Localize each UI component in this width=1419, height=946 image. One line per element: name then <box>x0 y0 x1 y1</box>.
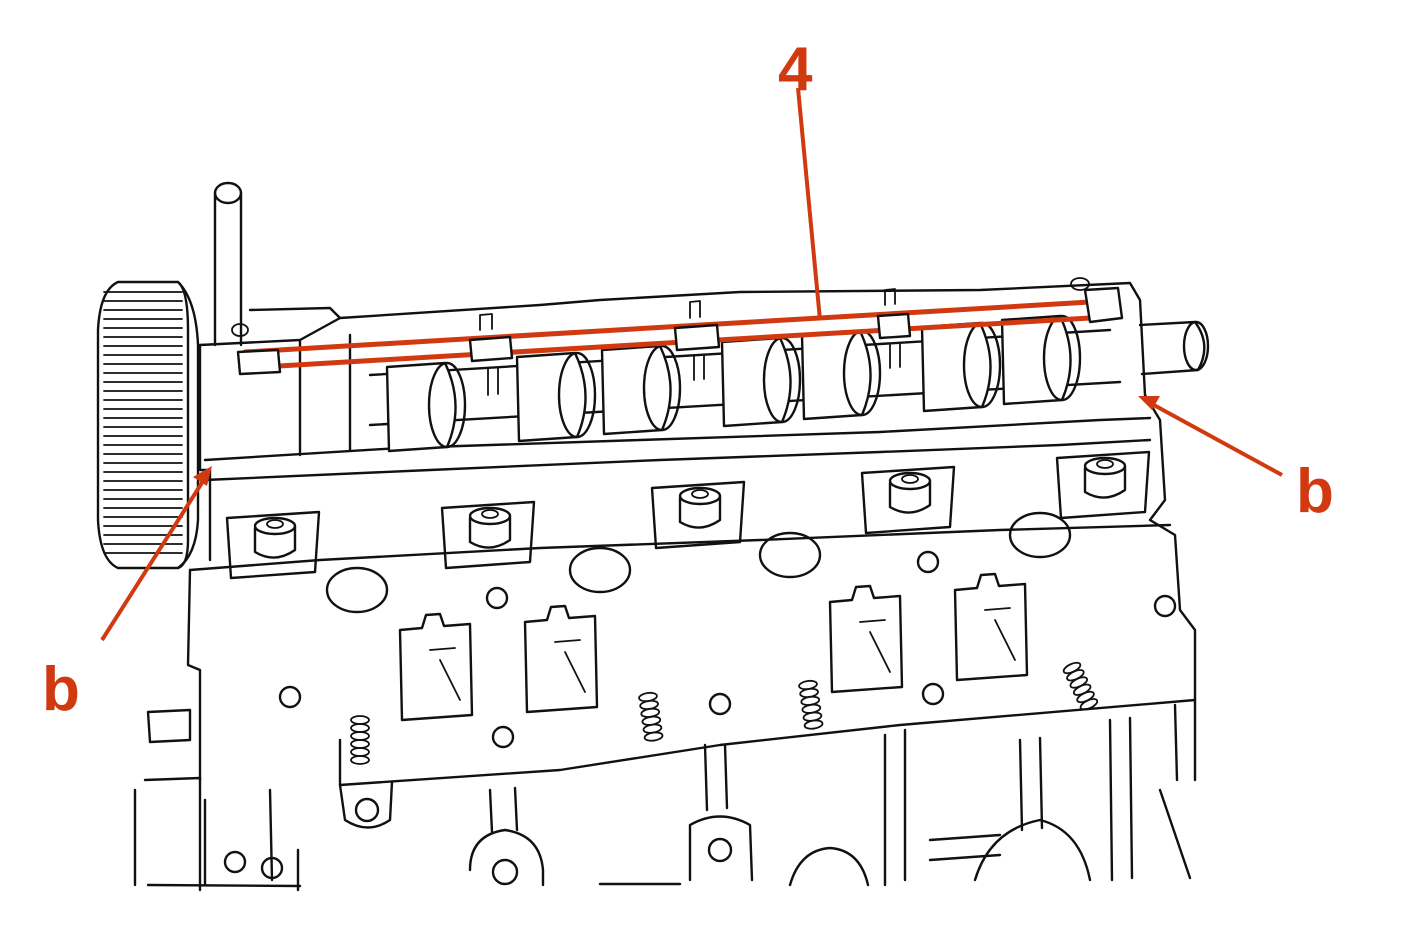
valve-spring <box>1062 661 1099 711</box>
injector-well <box>650 480 746 550</box>
port-round <box>325 566 389 614</box>
valve-spring <box>638 691 664 742</box>
cam-lobe <box>720 336 802 428</box>
cam-lobe <box>1000 314 1082 406</box>
cam-lobe <box>515 351 597 443</box>
cylinder-head <box>133 281 1197 892</box>
injector-wells <box>225 450 1151 580</box>
lubrication-rail <box>231 277 1124 396</box>
callout-b-right-arrow <box>1138 396 1283 477</box>
callout-b-left-arrow <box>100 466 212 642</box>
injector-well <box>1055 450 1151 520</box>
cam-lobe <box>385 361 467 453</box>
intake-ports <box>278 511 1177 749</box>
callout-4-leader <box>796 87 822 321</box>
valve-springs <box>350 661 1099 765</box>
injector-well <box>860 465 956 535</box>
injector-well <box>440 500 536 570</box>
cam-lobe <box>600 344 682 436</box>
callout-label-b-right: b <box>1296 457 1334 526</box>
port-round <box>1008 511 1072 559</box>
port-rect <box>398 612 474 722</box>
port-rect <box>953 572 1029 682</box>
timing-gear <box>96 280 200 570</box>
port-rect <box>523 604 599 714</box>
injector-well <box>225 510 321 580</box>
valve-spring <box>798 679 824 730</box>
callout-label-4: 4 <box>778 35 813 104</box>
cam-lobe <box>920 321 1002 413</box>
dipstick-tube <box>213 181 243 347</box>
callout-label-b-left: b <box>42 655 80 724</box>
port-rect <box>828 584 904 694</box>
port-round <box>758 531 822 579</box>
port-round <box>568 546 632 594</box>
valve-spring <box>350 715 370 765</box>
